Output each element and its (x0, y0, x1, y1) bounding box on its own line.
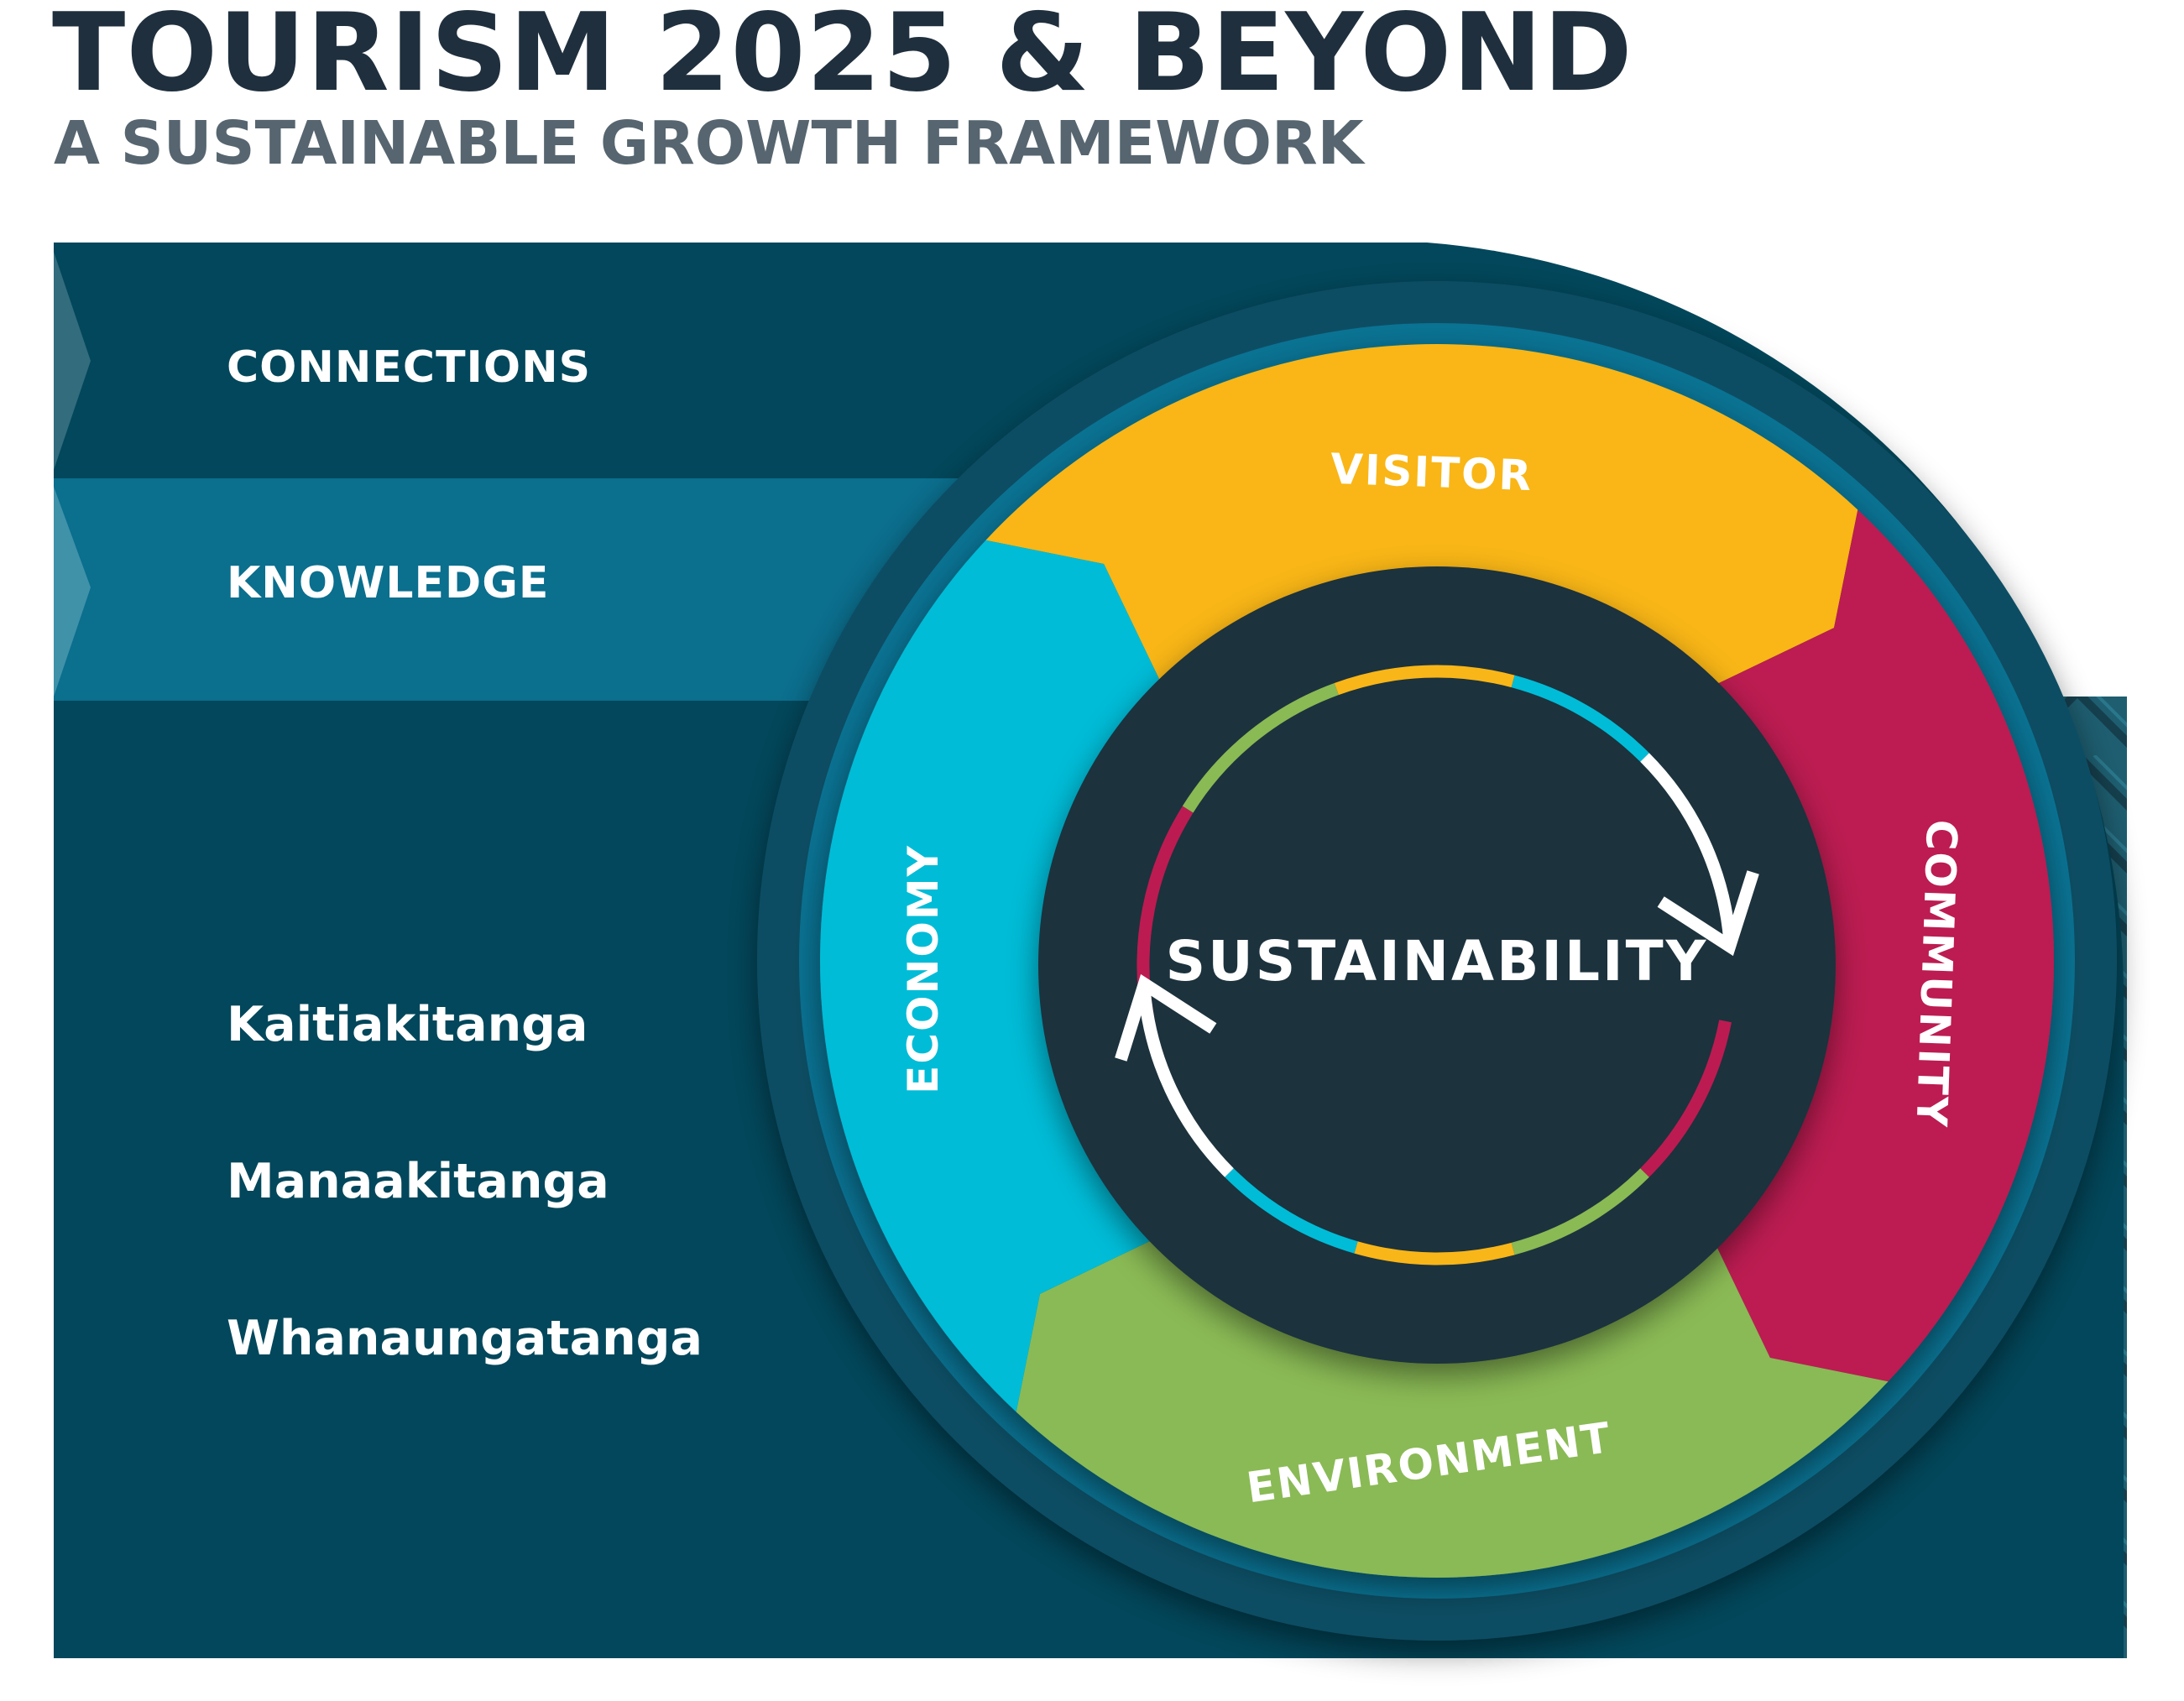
inner-arc-3 (1511, 675, 1649, 762)
value-label-kaitiakitanga: Kaitiakitanga (227, 997, 588, 1052)
inner-arc-7 (1225, 1168, 1358, 1254)
page-title: TOURISM 2025 & BEYOND (52, 0, 1633, 116)
value-label-whanaungatanga: Whanaungatanga (227, 1311, 703, 1366)
connections-band-chevron (54, 252, 91, 470)
ring-label-economy: ECONOMY (899, 844, 948, 1094)
inner-arc-4 (1640, 1020, 1732, 1177)
sustainability-core (1038, 566, 1836, 1364)
knowledge-band-chevron (54, 487, 91, 697)
core-label: SUSTAINABILITY (1166, 929, 1709, 994)
ring-label-community: COMMUNITY (1907, 819, 1967, 1130)
inner-arc-2 (1334, 665, 1515, 696)
page-subtitle: A SUSTAINABLE GROWTH FRAMEWORK (54, 108, 1364, 178)
value-label-manaakitanga: Manaakitanga (227, 1154, 609, 1209)
knowledge-band (54, 478, 965, 701)
inner-arc-1 (1182, 683, 1339, 813)
band-label-connections: CONNECTIONS (227, 342, 591, 393)
inner-arc-5 (1511, 1168, 1649, 1255)
ring-label-visitor: VISITOR (1330, 445, 1534, 500)
band-label-knowledge: KNOWLEDGE (227, 558, 549, 608)
inner-arc-6 (1354, 1241, 1515, 1265)
cycle-arrows-icon (1115, 753, 1759, 1177)
